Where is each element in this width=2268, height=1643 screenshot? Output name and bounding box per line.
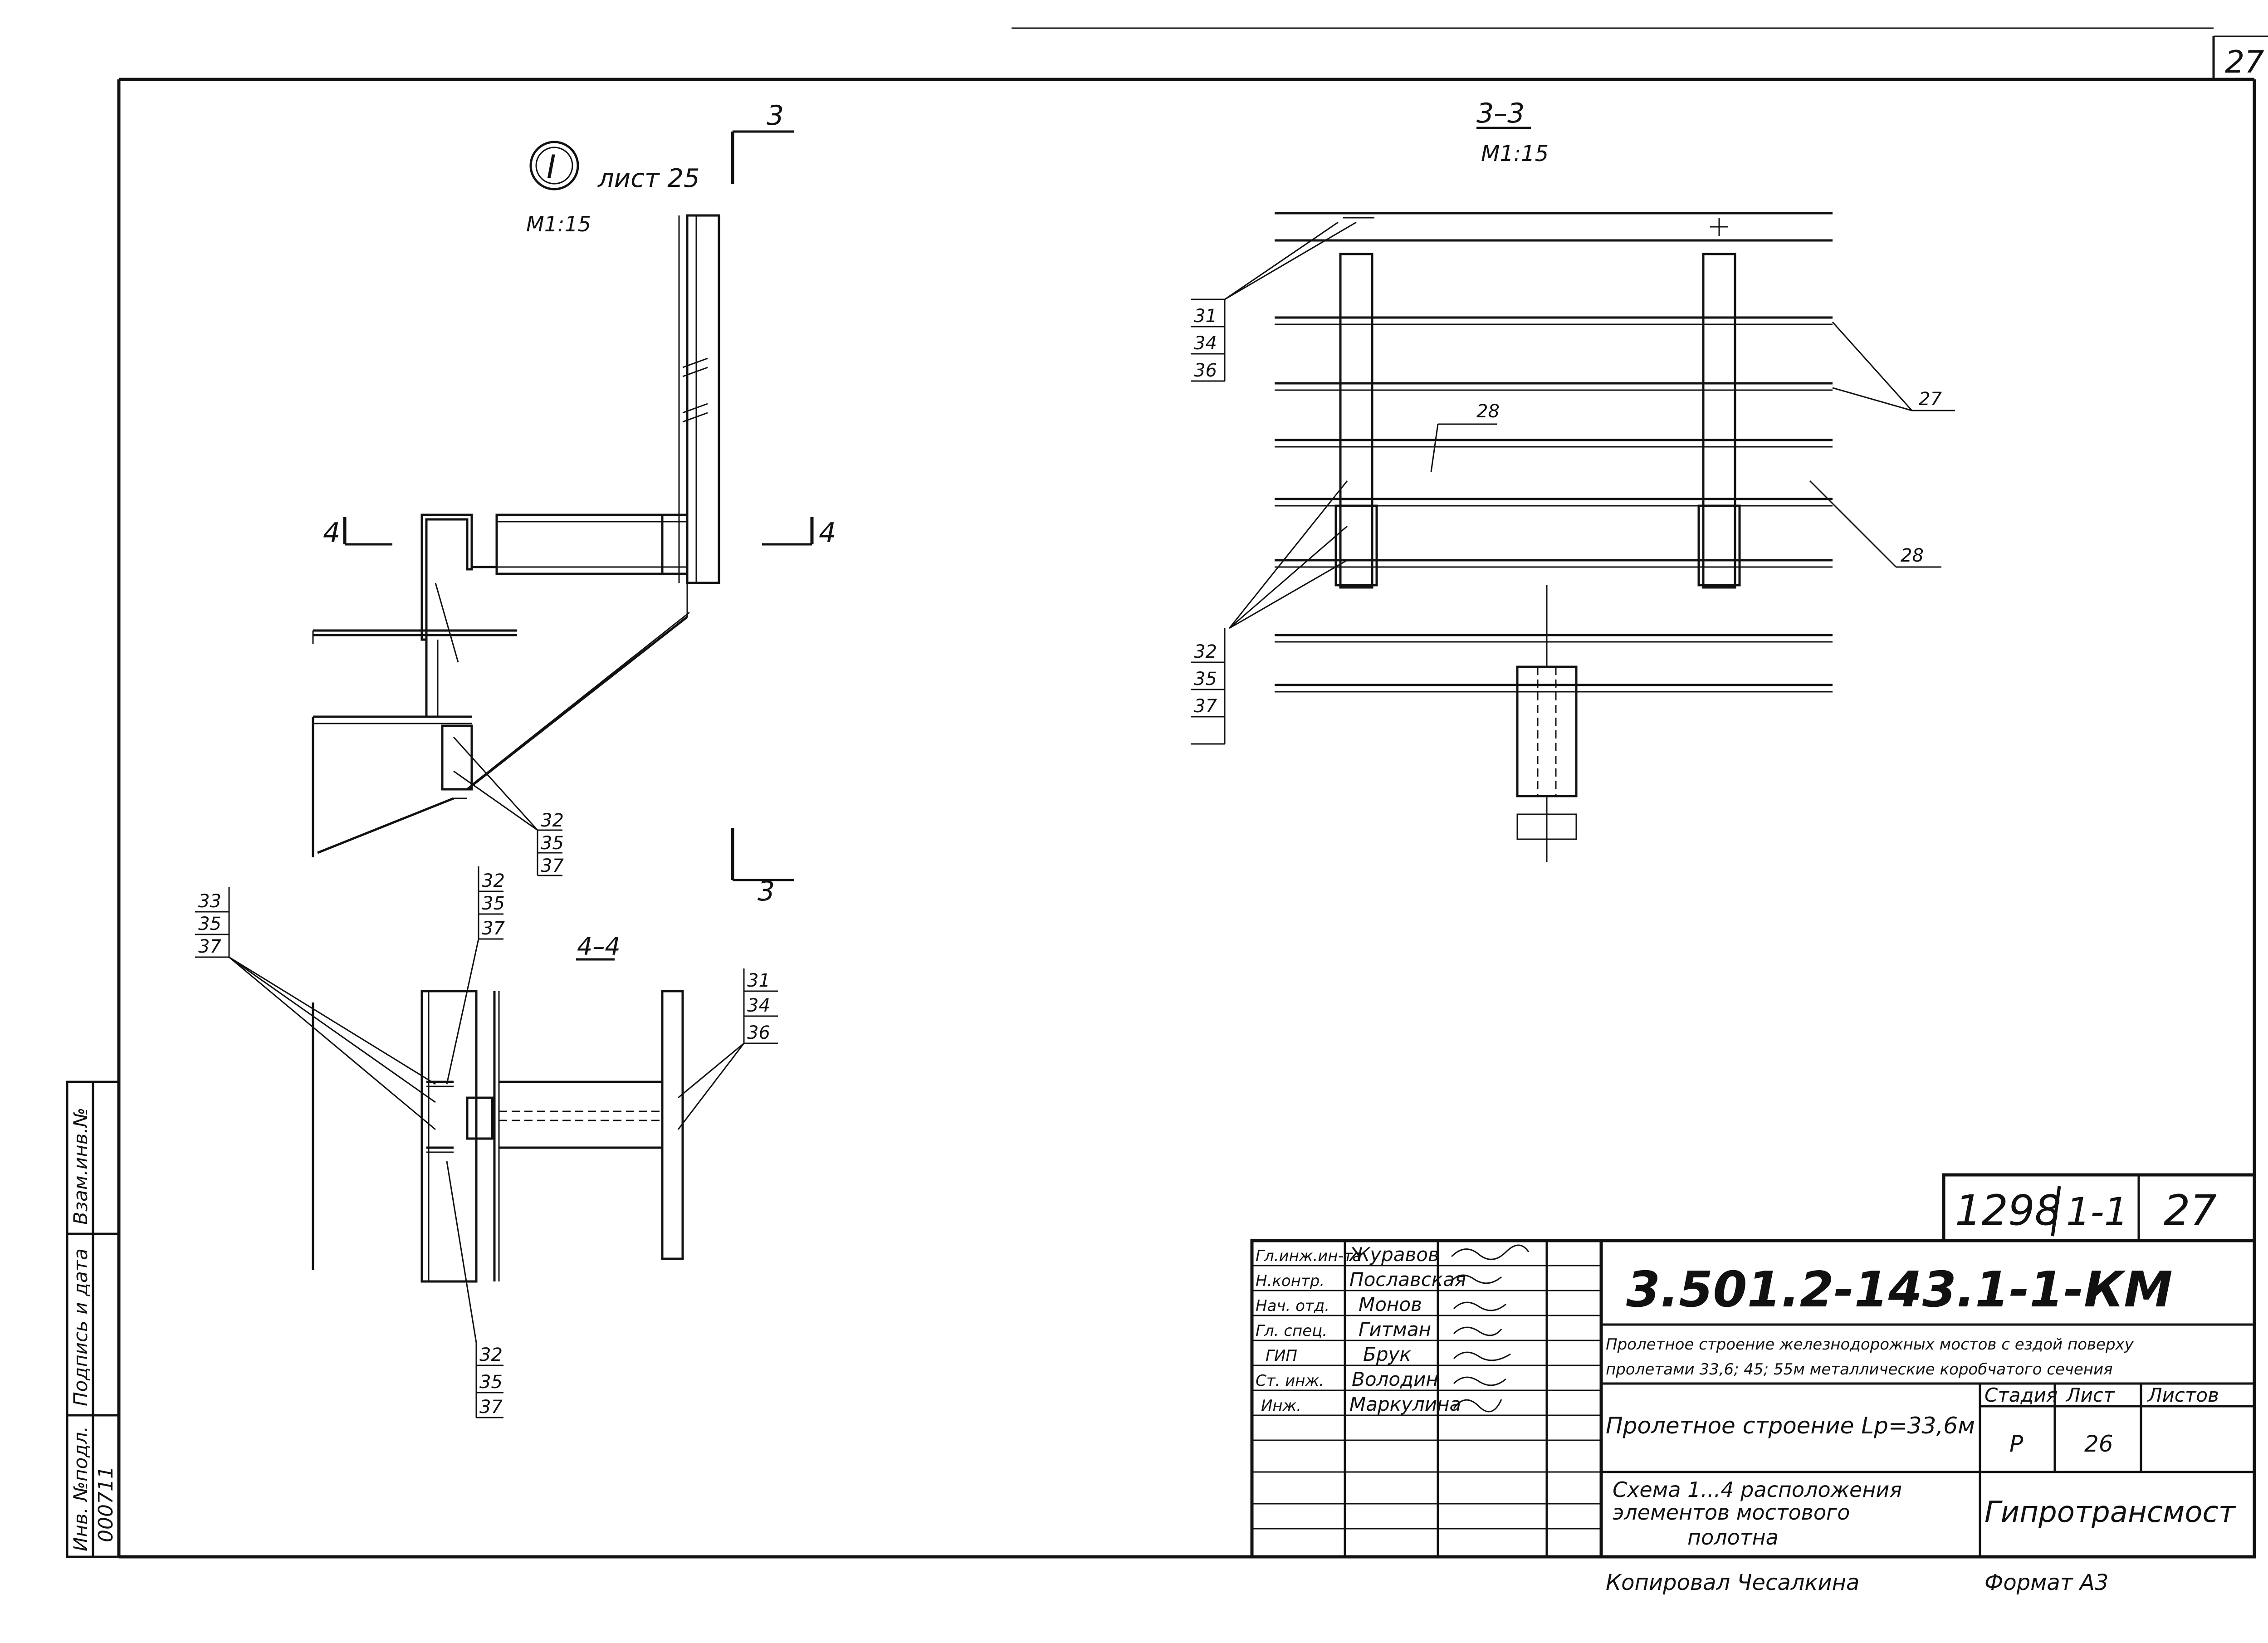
sheet-value: 26 — [2084, 1431, 2113, 1457]
section-3-3-scale: М1:15 — [1481, 141, 1549, 166]
signer-name: Журавов — [1348, 1243, 1439, 1266]
svg-text:27: 27 — [1919, 389, 1942, 410]
signer-role: Ст. инж. — [1256, 1372, 1324, 1390]
svg-text:35: 35 — [198, 914, 221, 934]
signers-table: Гл.инж.ин-та Журавов Н.контр. Пославская… — [1256, 1243, 1466, 1415]
section-4-4 — [312, 958, 684, 1283]
cut3-top-label: 3 — [767, 100, 784, 132]
section-3-3 — [1275, 127, 1833, 862]
svg-text:32: 32 — [1194, 641, 1217, 662]
callout-s33-left-lower: 32 35 37 — [1191, 480, 1348, 745]
svg-text:37: 37 — [198, 936, 221, 957]
stamp-sign-label: Подпись и дата — [69, 1248, 92, 1406]
svg-text:32: 32 — [541, 810, 564, 831]
svg-text:32: 32 — [479, 1345, 503, 1365]
svg-text:31: 31 — [1194, 306, 1217, 327]
node-sheet-ref: лист 25 — [597, 164, 700, 193]
sheet-frame — [117, 27, 2268, 1559]
stage-value: Р — [2009, 1431, 2024, 1457]
side-stamp — [66, 1081, 120, 1558]
svg-text:35: 35 — [541, 833, 564, 854]
svg-text:36: 36 — [747, 1022, 770, 1043]
svg-text:28: 28 — [1901, 545, 1924, 566]
signer-name: Маркулина — [1349, 1393, 1461, 1415]
svg-text:33: 33 — [198, 891, 221, 912]
signer-role: Гл. спец. — [1256, 1322, 1327, 1340]
cut4-left-label: 4 — [323, 517, 340, 549]
page-num: 27 — [2164, 1186, 2217, 1235]
signer-role: Нач. отд. — [1256, 1297, 1330, 1315]
callout-s44-left: 33 35 37 — [195, 887, 436, 1130]
signer-role: Инж. — [1261, 1397, 1301, 1415]
svg-text:35: 35 — [479, 1372, 503, 1393]
section-4-4-title: 4–4 — [577, 932, 621, 961]
svg-text:37: 37 — [482, 918, 505, 939]
callout-s44-right: 31 34 36 — [677, 968, 778, 1130]
doc-sub: 1-1 — [2066, 1189, 2128, 1234]
signatures — [1451, 1244, 1530, 1413]
part-title: Пролетное строение Lр=33,6м — [1606, 1413, 1975, 1439]
callout-s44-bottom: 32 35 37 — [446, 1161, 503, 1418]
stamp-inv-value: 000711 — [94, 1466, 117, 1542]
svg-text:34: 34 — [1194, 333, 1217, 354]
callout-s44-top: 32 35 37 — [446, 866, 505, 1085]
sheets-header: Листов — [2147, 1384, 2219, 1406]
drawing-title-line1: Схема 1...4 расположения — [1613, 1477, 1902, 1502]
project-title-line1: Пролетное строение железнодорожных мосто… — [1606, 1335, 2134, 1354]
footer-format: Формат А3 — [1984, 1570, 2108, 1595]
svg-text:36: 36 — [1194, 360, 1217, 381]
cut3-bottom-label: 3 — [758, 875, 775, 907]
stage-header: Стадия — [1984, 1384, 2058, 1406]
cut4-right-label: 4 — [819, 517, 836, 549]
organization: Гипротрансмост — [1984, 1496, 2236, 1529]
node-mark-circle — [529, 141, 579, 191]
signer-name: Володин — [1352, 1368, 1438, 1390]
drawing-title: Схема 1...4 расположения элементов мосто… — [1613, 1477, 1902, 1550]
node-mark: I — [547, 148, 556, 186]
signer-role: Гл.инж.ин-та — [1256, 1247, 1362, 1265]
stamp-inv-label: Инв. №подл. — [69, 1426, 92, 1551]
svg-text:35: 35 — [482, 893, 505, 914]
title-block — [1250, 1173, 2256, 1559]
corner-sheet-number: 27 — [2225, 44, 2264, 80]
signer-name: Брук — [1363, 1343, 1411, 1365]
signer-name: Пославская — [1349, 1268, 1466, 1291]
callout-s33-right: 27 28 — [1809, 321, 1955, 568]
project-title-line2: пролетами 33,6; 45; 55м металлические ко… — [1606, 1360, 2113, 1379]
drawing-title-line3: полотна — [1687, 1525, 1779, 1550]
designation: 3.501.2-143.1-1-КМ — [1626, 1262, 2173, 1318]
node-scale: М1:15 — [526, 212, 591, 236]
svg-text:37: 37 — [1194, 696, 1217, 717]
doc-code: 1298 — [1955, 1186, 2061, 1235]
signer-role: Н.контр. — [1256, 1272, 1325, 1290]
svg-text:35: 35 — [1194, 669, 1217, 689]
callout-node-left-bottom: 32 35 37 — [537, 810, 564, 876]
svg-text:31: 31 — [747, 970, 770, 991]
signer-role: ГИП — [1266, 1347, 1297, 1365]
node-view — [312, 130, 814, 881]
svg-text:37: 37 — [479, 1397, 503, 1418]
svg-text:37: 37 — [541, 856, 564, 876]
project-title: Пролетное строение железнодорожных мосто… — [1606, 1335, 2134, 1379]
drawing-title-line2: элементов мостового — [1613, 1500, 1850, 1525]
section-3-3-title: 3–3 — [1476, 98, 1525, 129]
callout-s33-left: 31 34 36 — [1191, 221, 1357, 382]
label-28-mid: 28 — [1476, 401, 1500, 422]
signer-name: Гитман — [1359, 1318, 1431, 1340]
svg-text:32: 32 — [482, 870, 505, 891]
footer-copied: Копировал Чесалкина — [1606, 1570, 1859, 1595]
sheet-header: Лист — [2065, 1384, 2115, 1406]
svg-text:34: 34 — [747, 995, 770, 1016]
signer-name: Монов — [1359, 1293, 1422, 1315]
stamp-replace-label: Взам.инв.№ — [69, 1108, 92, 1225]
